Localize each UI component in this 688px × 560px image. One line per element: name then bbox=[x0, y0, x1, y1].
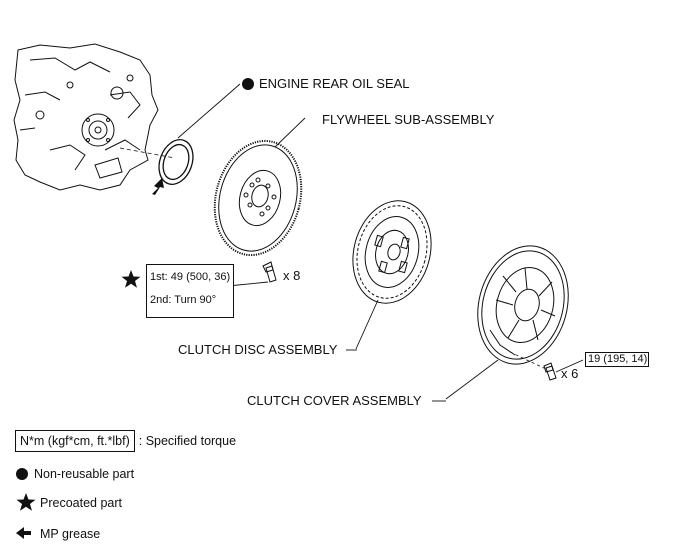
clutch-cover-label: CLUTCH COVER ASSEMBLY bbox=[247, 393, 422, 408]
legend-star-icon bbox=[16, 493, 36, 511]
oil-seal-leader bbox=[177, 83, 241, 139]
oil-seal-label: ENGINE REAR OIL SEAL bbox=[259, 76, 410, 91]
cover-bolt-dash bbox=[509, 351, 549, 371]
cover-bolt-count: x 6 bbox=[561, 366, 579, 381]
clutch-disc-leader bbox=[355, 299, 379, 350]
legend-grease-row: MP grease bbox=[40, 526, 100, 542]
clutch-disc bbox=[352, 200, 432, 304]
cover-bolt bbox=[543, 362, 557, 381]
clutch-cover bbox=[477, 245, 569, 365]
alignment-line bbox=[119, 147, 176, 159]
cover-torque-box: 19 (195, 14) bbox=[585, 352, 649, 367]
legend-precoated-row: Precoated part bbox=[40, 495, 122, 511]
flywheel-leader bbox=[274, 117, 306, 148]
flywheel bbox=[213, 139, 303, 257]
legend-non-reusable-row: Non-reusable part bbox=[34, 466, 134, 482]
cover-torque-value: 19 (195, 14) bbox=[588, 353, 648, 365]
legend-dot-icon bbox=[16, 468, 28, 480]
legend-precoated-text: Precoated part bbox=[40, 496, 122, 510]
flywheel-bolt bbox=[262, 261, 277, 283]
flywheel-bolt-count: x 8 bbox=[283, 268, 301, 283]
legend-torque-desc: : Specified torque bbox=[138, 434, 237, 448]
cover-bolt-leader bbox=[555, 359, 584, 373]
non-reusable-dot-icon bbox=[242, 78, 254, 90]
flywheel-torque-step1: 1st: 49 (500, 36) bbox=[150, 271, 231, 283]
legend-non-reusable-text: Non-reusable part bbox=[34, 467, 135, 481]
oil-seal bbox=[158, 139, 194, 185]
legend-torque-box: N*m (kgf*cm, ft.*lbf) bbox=[15, 430, 135, 452]
precoated-star-icon bbox=[121, 270, 141, 288]
flywheel-torque-box: 1st: 49 (500, 36) 2nd: Turn 90° bbox=[146, 264, 234, 318]
engine-block bbox=[13, 43, 159, 191]
grease-arrow-icon bbox=[152, 178, 164, 195]
clutch-cover-leader bbox=[445, 359, 499, 400]
flywheel-label: FLYWHEEL SUB-ASSEMBLY bbox=[322, 112, 495, 127]
flywheel-bolt-leader bbox=[227, 281, 269, 287]
clutch-disc-label: CLUTCH DISC ASSEMBLY bbox=[178, 342, 338, 357]
legend-torque-row: N*m (kgf*cm, ft.*lbf) : Specified torque bbox=[15, 430, 236, 452]
legend-grease-text: MP grease bbox=[40, 527, 101, 541]
flywheel-torque-step2: 2nd: Turn 90° bbox=[150, 294, 217, 306]
legend-grease-arrow-icon bbox=[16, 527, 31, 539]
